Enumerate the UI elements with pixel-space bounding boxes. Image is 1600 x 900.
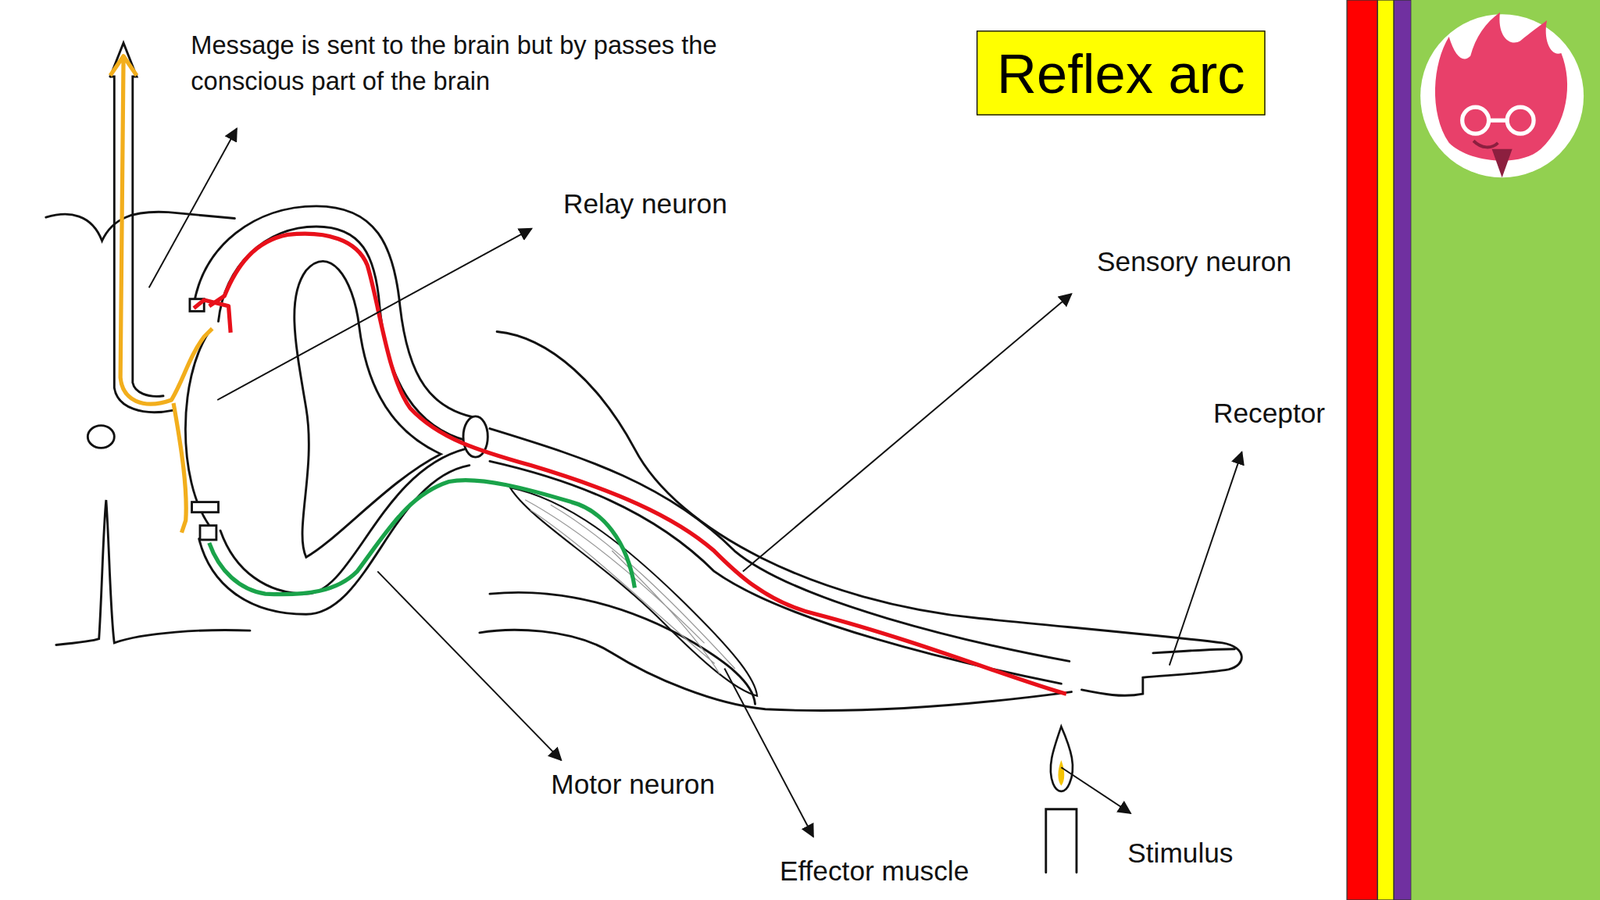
synapse-gap	[200, 525, 217, 540]
candle-flame	[1057, 760, 1065, 786]
spinal-cord	[220, 449, 465, 594]
body-outline	[87, 425, 115, 449]
synapse-gap	[192, 502, 219, 513]
sensory-path	[193, 233, 1067, 694]
mascot-beak	[1492, 149, 1513, 179]
brain-path	[110, 56, 213, 533]
effector-muscle	[510, 487, 758, 696]
grey-matter	[294, 260, 441, 558]
part-label: Sensory neuron	[1096, 246, 1292, 279]
leader-line	[217, 228, 532, 400]
title: Reflex arc	[996, 41, 1246, 105]
finger-outline	[1153, 649, 1235, 654]
part-label: Stimulus	[1127, 836, 1233, 870]
spinal-cord	[218, 226, 468, 441]
candle	[1046, 809, 1077, 873]
green-panel	[1410, 0, 1600, 900]
red-bar	[1346, 0, 1378, 900]
leader-line	[377, 571, 561, 761]
title-box: Reflex arc	[976, 30, 1266, 115]
nerve-outline	[489, 460, 1061, 684]
leader-line	[1060, 767, 1131, 814]
mascot-glasses	[1507, 107, 1534, 134]
part-label: Relay neuron	[563, 187, 728, 221]
outline-drawing	[46, 42, 1243, 873]
mascot-glasses	[1489, 118, 1508, 123]
part-label: Receptor	[1213, 396, 1325, 430]
part-label: Effector muscle	[779, 855, 969, 889]
body-outline	[46, 211, 236, 241]
mascot-smile	[1473, 140, 1498, 147]
candle-flame	[1050, 726, 1073, 792]
muscle-fibres	[525, 500, 736, 674]
arm-outline	[496, 331, 1242, 696]
leader-line	[149, 128, 237, 289]
motor-path	[209, 480, 636, 595]
mascot-glasses	[1462, 107, 1490, 134]
leader-line	[742, 293, 1072, 572]
body-outline	[56, 500, 250, 645]
part-label: Motor neuron	[550, 768, 715, 802]
note-text: Message is sent to the brain but by pass…	[190, 27, 762, 99]
leader-lines	[149, 128, 1243, 837]
leader-line	[1169, 452, 1243, 666]
pathway-tube	[110, 42, 164, 397]
mascot-flame	[1435, 12, 1568, 161]
spinal-cord	[199, 465, 470, 615]
leader-line	[724, 668, 814, 838]
purple-bar	[1393, 0, 1411, 900]
yellow-bar	[1377, 0, 1394, 900]
arm-outline	[479, 629, 1072, 711]
